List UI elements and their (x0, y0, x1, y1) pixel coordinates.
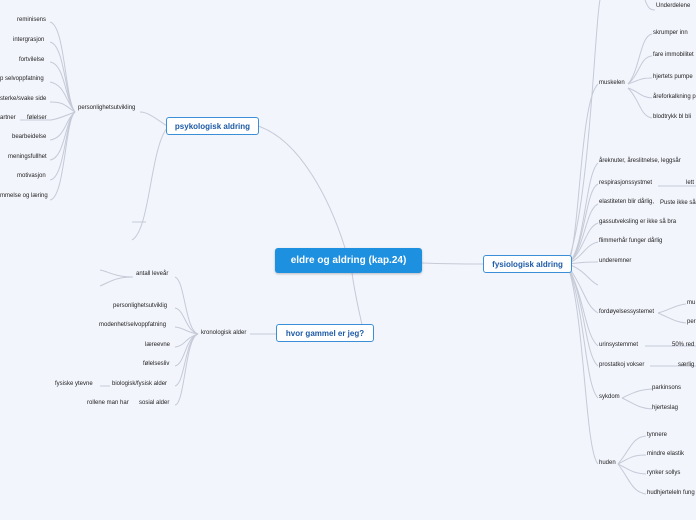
leaf-blodtrykk[interactable]: blodtrykk bl bli (653, 114, 692, 120)
subtopic-prostata[interactable]: prostatkoj vokser (599, 362, 645, 368)
leaf-hjerteslag[interactable]: hjerteslag (652, 405, 679, 411)
leaf-modenhet-selvoppfatning[interactable]: modenhet/selvoppfatning (99, 322, 167, 328)
central-topic[interactable]: eldre og aldring (kap.24) (275, 248, 422, 273)
leaf-mindre-elastik[interactable]: mindre elastik (647, 451, 685, 457)
subtopic-personlighetsutvikling[interactable]: personlighetsutvikling (78, 105, 136, 111)
leaf-sterke-svake-sider[interactable]: sterke/svake side (0, 96, 47, 102)
item-respirasjonssystemet[interactable]: respirasjonssystmet (599, 180, 653, 186)
leaf-mu[interactable]: mu (687, 300, 696, 306)
leaf-rynker-sollys[interactable]: rynker sollys (647, 470, 681, 476)
leaf-meningsfullhet[interactable]: meningsfullhet (8, 154, 47, 160)
subtopic-kronologisk-alder[interactable]: kronologisk alder (201, 330, 247, 336)
main-topic-psykologisk[interactable]: psykologisk aldring (166, 117, 259, 135)
item-areknuter[interactable]: åreknuter, åreslitnelse, leggsår (599, 158, 681, 164)
leaf-motivasjon[interactable]: motivasjon (17, 173, 46, 179)
main-topic-hvor-gammel[interactable]: hvor gammel er jeg? (276, 324, 374, 342)
leaf-folelser[interactable]: følelser (27, 115, 47, 121)
subtopic-huden[interactable]: huden (599, 460, 616, 466)
leaf-laereevne[interactable]: læreevne (145, 342, 171, 348)
leaf-folelsesliv[interactable]: følelsesliv (143, 361, 170, 367)
leaf-biologisk-fysisk-alder[interactable]: biologisk/fysisk alder (112, 381, 168, 387)
leaf-selvoppfatning[interactable]: p selvoppfatning (0, 76, 44, 82)
leaf-reminisens[interactable]: reminisens (17, 17, 47, 23)
leaf-fare-immobilitet[interactable]: fare immobilitet (653, 52, 694, 58)
leaf-rollene-man-har[interactable]: rollene man har (87, 400, 129, 406)
leaf-50-red[interactable]: 50% red (672, 342, 695, 348)
leaf-hudhjertelen[interactable]: hudhjerteleln fung (647, 490, 695, 496)
leaf-fortvilelse[interactable]: fortvilelse (19, 57, 45, 63)
leaf-bearbeidelse[interactable]: bearbeidelse (12, 134, 47, 140)
leaf-tynnere[interactable]: tynnere (647, 432, 668, 438)
leaf-puste-ikke[interactable]: Puste ikke så (660, 200, 696, 206)
leaf-lett[interactable]: lett (686, 180, 695, 186)
leaf-sosial-alder[interactable]: sosial alder (139, 400, 170, 406)
leaf-partner[interactable]: artner (0, 115, 16, 121)
leaf-parkinsons[interactable]: parkinsons (652, 385, 682, 391)
leaf-hukommelse-og-laering[interactable]: mmelse og læring (0, 193, 48, 199)
leaf-hjertets-pumpe[interactable]: hjertets pumpe (653, 74, 693, 80)
leaf-intergrasjon[interactable]: intergrasjon (13, 37, 45, 43)
leaf-areforkalkning[interactable]: åreforkalkning p (653, 94, 696, 100)
subtopic-urinsystemet[interactable]: urinsystemmet (599, 342, 639, 348)
leaf-fysiske-ytevne[interactable]: fysiske ytevne (55, 381, 93, 387)
leaf-skrumper-inn[interactable]: skrumper inn (653, 30, 688, 36)
leaf-saerlig[interactable]: særlig (678, 362, 695, 368)
leaf-per[interactable]: per (687, 319, 696, 325)
subtopic-sykdom[interactable]: sykdom (599, 394, 620, 400)
leaf-underdelene[interactable]: Underdelene (656, 3, 691, 9)
item-underemner[interactable]: underemner (599, 258, 632, 264)
leaf-antall-leveaar[interactable]: antall leveår (136, 271, 169, 277)
subtopic-fordoyelsessystemet[interactable]: fordøyelsessystemet (599, 309, 655, 315)
item-gassutveksling[interactable]: gassutveksling er ikke så bra (599, 219, 677, 225)
item-elastiteten[interactable]: elastiteten blir dårlig, (599, 199, 655, 205)
leaf-personlighetsutviklig[interactable]: personlighetsutviklig (113, 303, 168, 309)
main-topic-fysiologisk[interactable]: fysiologisk aldring (483, 255, 572, 273)
item-flimmerhar[interactable]: flimmerhår funger dårlig (599, 238, 663, 244)
subtopic-muskelen[interactable]: muskelen (599, 80, 625, 86)
